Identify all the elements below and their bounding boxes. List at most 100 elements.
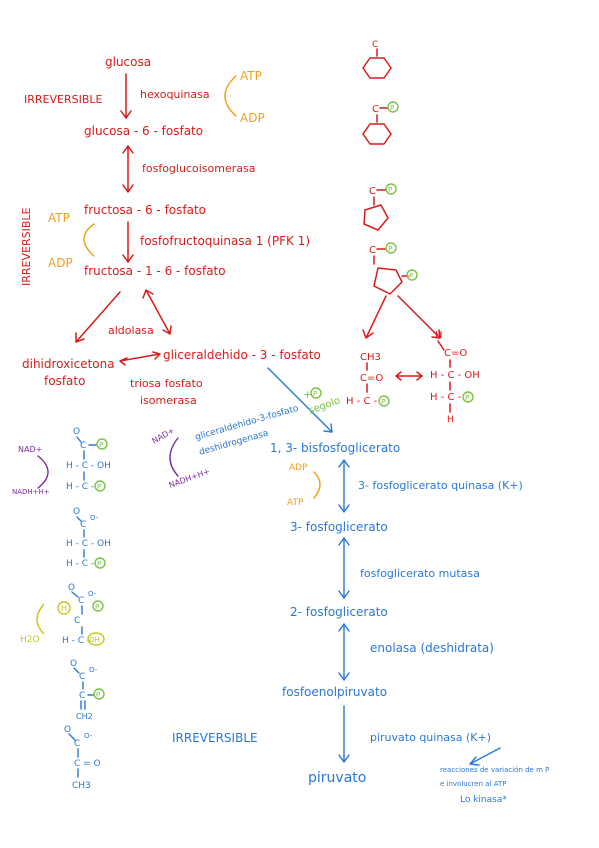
- glucose-6-phosphate-label: glucosa - 6 - fosfato: [84, 124, 203, 138]
- adp-atp-curve: [313, 471, 321, 499]
- water-curve: [36, 603, 45, 635]
- pep-label: fosfoenolpiruvato: [282, 685, 387, 699]
- pyruvate-structure: O C O- C = O CH3: [64, 725, 101, 791]
- svg-text:P: P: [390, 104, 394, 112]
- svg-text:C: C: [79, 672, 85, 682]
- svg-text:H - C -: H - C -: [66, 559, 94, 569]
- segolo-label: segolo: [307, 395, 342, 417]
- aldolase-arrow-left: [75, 291, 121, 343]
- 3-phosphoglycerate-label: 3- fosfoglicerato: [290, 520, 388, 534]
- svg-text:O-: O-: [88, 590, 97, 598]
- irreversible-label-2: IRREVERSIBLE: [20, 208, 33, 287]
- svg-text:C=O: C=O: [360, 373, 383, 384]
- nad-label-center: NAD+: [151, 426, 177, 446]
- svg-text:H - C -: H - C -: [430, 392, 462, 403]
- nad-nadh-curve-center: [169, 437, 179, 477]
- tpi-label-line2: isomerasa: [140, 394, 197, 407]
- phosphoglucoisomerase-label: fosfoglucoisomerasa: [142, 162, 255, 175]
- fructose-1-6-phosphate-label: fructosa - 1 - 6 - fosfato: [84, 264, 226, 278]
- nad-label-left: NAD+: [18, 445, 42, 454]
- f6p-structure: C P: [363, 183, 397, 231]
- cleavage-arrow-right: [397, 295, 441, 339]
- atp-label-1: ATP: [240, 69, 262, 83]
- enolase-arrow: [338, 623, 350, 681]
- svg-text:H - C - OH: H - C - OH: [66, 461, 111, 471]
- tpi-label-line1: triosa fosfato: [130, 377, 203, 390]
- svg-text:O: O: [73, 427, 80, 437]
- svg-text:P: P: [388, 186, 392, 194]
- svg-text:P: P: [465, 394, 469, 402]
- svg-text:P: P: [381, 398, 385, 406]
- pk-label: piruvato quinasa (K+): [370, 731, 491, 744]
- svg-text:O-: O-: [90, 514, 99, 522]
- aldolase-label: aldolasa: [108, 324, 154, 337]
- kinase-note-line3: Lo kinasa*: [460, 795, 507, 805]
- svg-text:O-: O-: [89, 666, 98, 674]
- pgm-label: fosfoglicerato mutasa: [360, 567, 480, 580]
- g6p-structure: C P: [362, 101, 399, 145]
- g3p-structure: H C=O H - C - OH H - C - P H: [430, 330, 480, 425]
- svg-text:O: O: [73, 507, 80, 517]
- hexokinase-label: hexoquinasa: [140, 88, 210, 101]
- kinase-note-line2: e involucren al ATP: [440, 780, 506, 788]
- pgm-arrow: [338, 537, 350, 599]
- f16bp-structure: C P P: [369, 242, 418, 295]
- g3p-label: gliceraldehido - 3 - fosfato: [163, 348, 321, 362]
- bpg-structure: O C P H - C - OH H - C - P: [66, 427, 111, 492]
- aldolase-arrow-right: [142, 289, 172, 335]
- svg-text:C: C: [369, 245, 376, 256]
- dhap-structure: CH3 C=O H - C - P: [346, 352, 390, 407]
- irreversible-label-1: IRREVERSIBLE: [24, 93, 103, 106]
- svg-text:OH: OH: [89, 636, 100, 644]
- dhap-label-line2: fosfato: [44, 374, 85, 388]
- atp-label-2: ATP: [48, 211, 70, 225]
- pep-structure: O C O- C P CH2: [70, 659, 105, 721]
- svg-text:H - C -: H - C -: [66, 482, 94, 492]
- svg-text:H: H: [435, 330, 443, 341]
- 3pg-structure: O C O- H - C - OH H - C - P: [66, 507, 111, 569]
- svg-text:C: C: [80, 520, 86, 530]
- pfk-label: fosfofructoquinasa 1 (PFK 1): [140, 234, 310, 248]
- svg-text:P: P: [95, 603, 99, 611]
- p-circle: [310, 387, 322, 399]
- 2pg-structure: O C O- H C P H - C - OH: [57, 583, 105, 646]
- svg-text:C: C: [372, 104, 379, 115]
- pgk-label: 3- fosfoglicerato quinasa (K+): [358, 479, 523, 492]
- svg-text:CH3: CH3: [72, 781, 91, 791]
- svg-text:O: O: [68, 583, 75, 593]
- hexokinase-arrow: [120, 73, 132, 119]
- nadh-label-left: NADH+H+: [12, 488, 50, 496]
- water-label: H2O: [20, 635, 40, 645]
- svg-text:P: P: [99, 441, 103, 449]
- svg-text:C: C: [369, 186, 376, 197]
- svg-text:C: C: [80, 441, 86, 451]
- atp-adp-curve-2: [83, 223, 95, 257]
- svg-text:C = O: C = O: [74, 759, 101, 769]
- svg-text:P: P: [97, 560, 101, 568]
- svg-text:P: P: [409, 272, 413, 280]
- nad-nadh-curve-left: [37, 455, 49, 489]
- svg-text:P: P: [97, 483, 101, 491]
- plus-p-sign: +: [303, 388, 312, 401]
- svg-text:CH2: CH2: [76, 712, 93, 721]
- fructose-6-phosphate-label: fructosa - 6 - fosfato: [84, 203, 206, 217]
- svg-text:C: C: [74, 739, 80, 749]
- isomerase-arrow: [122, 145, 134, 193]
- dhap-label-line1: dihidroxicetona: [22, 357, 115, 371]
- svg-text:P: P: [388, 245, 392, 253]
- svg-text:H: H: [61, 604, 67, 613]
- svg-text:O: O: [70, 659, 77, 669]
- svg-text:C: C: [78, 596, 84, 606]
- pk-arrow: [338, 705, 350, 763]
- svg-text:C: C: [79, 691, 85, 701]
- bpg-label: 1, 3- bisfosfoglicerato: [270, 441, 400, 455]
- svg-text:H - C - OH: H - C - OH: [430, 370, 480, 381]
- svg-text:H - C -: H - C -: [62, 636, 90, 646]
- adp-label-3: ADP: [289, 463, 308, 473]
- irreversible-label-3: IRREVERSIBLE: [172, 731, 258, 745]
- svg-text:P: P: [96, 691, 100, 699]
- glucose-label: glucosa: [105, 55, 151, 69]
- atp-label-3: ATP: [287, 498, 304, 508]
- 2-phosphoglycerate-label: 2- fosfoglicerato: [290, 605, 388, 619]
